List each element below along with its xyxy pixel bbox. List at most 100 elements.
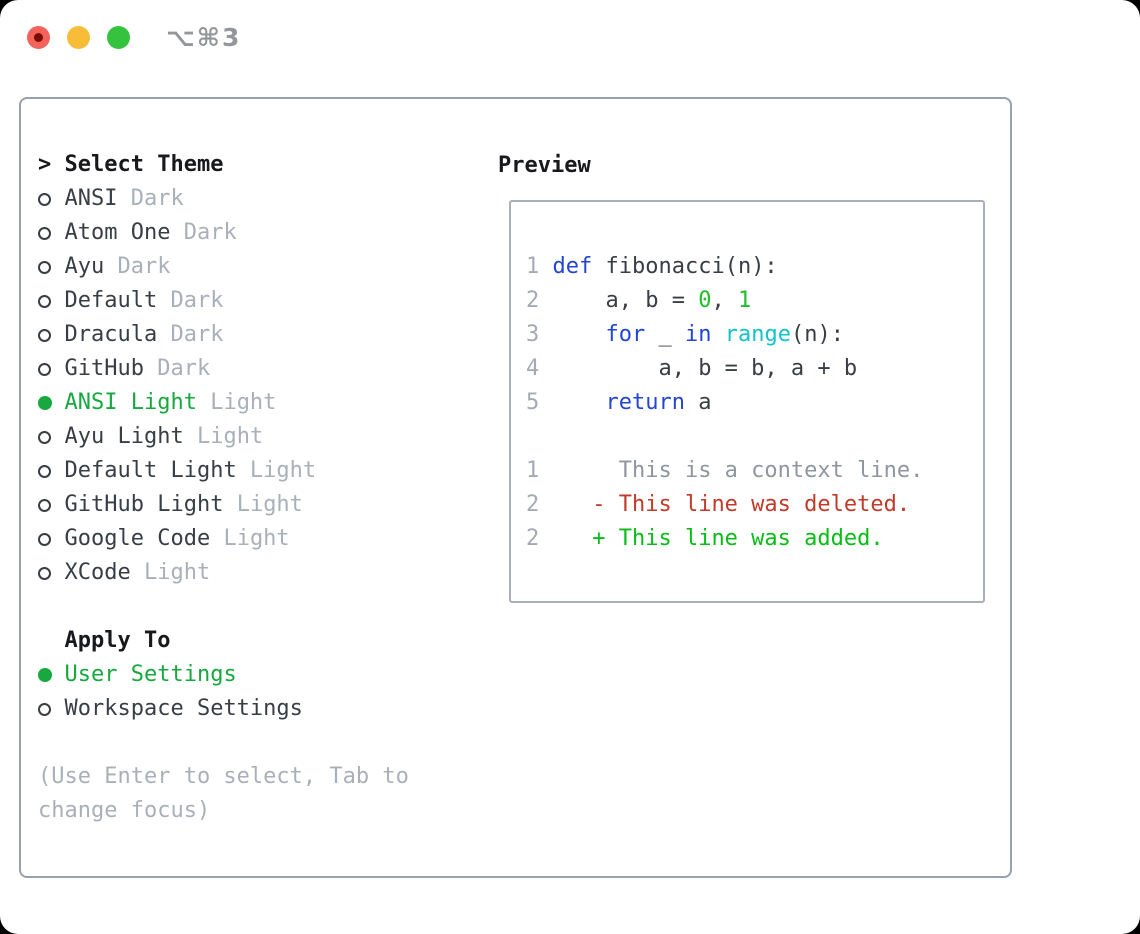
theme-option-github-dark[interactable]: GitHub Dark: [38, 352, 409, 386]
theme-option-ansi-light-light[interactable]: ANSI Light Light: [38, 386, 409, 420]
theme-option-xcode-light[interactable]: XCode Light: [38, 556, 409, 590]
line-number: 2: [526, 288, 540, 313]
code-segment: return: [605, 390, 685, 415]
radio-icon: [38, 328, 51, 342]
theme-name: Atom One: [64, 220, 171, 245]
theme-variant: Light: [223, 492, 303, 517]
theme-option-default-light-light[interactable]: Default Light Light: [38, 454, 409, 488]
diff-line-context: 1 This is a context line.: [526, 454, 983, 488]
apply-option-user-settings[interactable]: User Settings: [38, 658, 409, 692]
theme-variant: Light: [183, 424, 264, 449]
radio-icon: [38, 702, 51, 716]
theme-name: Dracula: [64, 322, 158, 347]
theme-name: Default Light: [64, 458, 237, 483]
code-segment: 1: [737, 288, 752, 313]
code-segment: a, b =: [552, 288, 699, 313]
code-segment: [711, 322, 724, 347]
code-segment: fibonacci(n):: [592, 254, 778, 279]
code-segment: (n):: [790, 322, 844, 347]
select-theme-header: > Select Theme: [38, 148, 409, 182]
line-number: 1: [526, 254, 540, 279]
radio-icon: [38, 226, 51, 240]
main-panel: [19, 97, 1012, 878]
preview-title: Preview: [498, 152, 591, 178]
theme-option-atom-one-dark[interactable]: Atom One Dark: [38, 216, 409, 250]
help-text-line-2: change focus): [38, 798, 211, 823]
theme-option-github-light-light[interactable]: GitHub Light Light: [38, 488, 409, 522]
theme-name: Google Code: [64, 526, 211, 551]
code-segment: This is a context line.: [552, 458, 924, 483]
code-line: 2 a, b = 0, 1: [526, 284, 983, 318]
minimize-button[interactable]: [66, 25, 90, 49]
line-number: 5: [526, 390, 540, 415]
code-line: 3 for _ in range(n):: [526, 318, 983, 352]
theme-option-dracula-dark[interactable]: Dracula Dark: [38, 318, 409, 352]
code-segment: def: [552, 254, 593, 279]
line-number: 3: [526, 322, 540, 347]
theme-name: ANSI Light: [64, 390, 197, 415]
radio-icon: [38, 532, 51, 546]
theme-variant: Light: [130, 560, 211, 585]
radio-icon: [38, 294, 51, 308]
code-line: 4 a, b = b, a + b: [526, 352, 983, 386]
help-text-line-1: (Use Enter to select, Tab to: [38, 764, 409, 789]
line-number: 2: [526, 492, 540, 517]
blank-line: [526, 420, 983, 454]
code-segment: + This line was added.: [552, 526, 884, 551]
apply-to-title: Apply To: [64, 628, 171, 653]
apply-option-workspace-settings[interactable]: Workspace Settings: [38, 692, 409, 726]
apply-option-label: Workspace Settings: [64, 696, 303, 721]
theme-variant: Dark: [157, 288, 224, 313]
code-segment: in: [684, 322, 712, 347]
theme-variant: Dark: [117, 186, 184, 211]
zoom-button[interactable]: [106, 25, 130, 49]
line-number: 2: [526, 526, 540, 551]
code-line: 1 def fibonacci(n):: [526, 250, 983, 284]
theme-variant: Dark: [170, 220, 237, 245]
theme-name: ANSI: [64, 186, 118, 211]
theme-name: Default: [64, 288, 158, 313]
code-segment: 0: [698, 288, 712, 313]
radio-icon: [38, 430, 51, 444]
theme-variant: Dark: [104, 254, 171, 279]
code-segment: [553, 390, 606, 415]
close-button[interactable]: [26, 25, 50, 49]
code-segment: a, b = b, a + b: [552, 356, 858, 381]
theme-option-google-code-light[interactable]: Google Code Light: [38, 522, 409, 556]
theme-option-ayu-dark[interactable]: Ayu Dark: [38, 250, 409, 284]
code-segment: range: [724, 322, 791, 347]
radio-icon: [38, 192, 51, 206]
theme-name: GitHub Light: [64, 492, 224, 517]
diff-line-deleted: 2 - This line was deleted.: [526, 488, 983, 522]
code-segment: [553, 322, 606, 347]
code-segment: - This line was deleted.: [552, 492, 911, 517]
theme-variant: Dark: [157, 322, 224, 347]
theme-name: XCode: [64, 560, 131, 585]
theme-variant: Light: [196, 390, 277, 415]
select-theme-title: Select Theme: [64, 152, 224, 177]
radio-selected-icon: [38, 396, 52, 410]
code-segment: _: [645, 322, 685, 347]
code-line: 5 return a: [526, 386, 983, 420]
theme-option-ayu-light-light[interactable]: Ayu Light Light: [38, 420, 409, 454]
theme-name: Ayu: [64, 254, 105, 279]
radio-icon: [38, 362, 51, 376]
radio-icon: [38, 260, 51, 274]
theme-option-default-dark[interactable]: Default Dark: [38, 284, 409, 318]
code-segment: for: [605, 322, 646, 347]
theme-option-ansi-dark[interactable]: ANSI Dark: [38, 182, 409, 216]
radio-selected-icon: [38, 668, 52, 682]
code-segment: ,: [711, 288, 738, 313]
line-number: 1: [526, 458, 540, 483]
radio-icon: [38, 498, 51, 512]
spacer: [38, 590, 409, 624]
radio-icon: [38, 464, 51, 478]
prompt-icon: >: [38, 152, 52, 177]
theme-name: GitHub: [64, 356, 144, 381]
code-segment: a: [684, 390, 712, 415]
apply-to-header: Apply To: [38, 624, 409, 658]
